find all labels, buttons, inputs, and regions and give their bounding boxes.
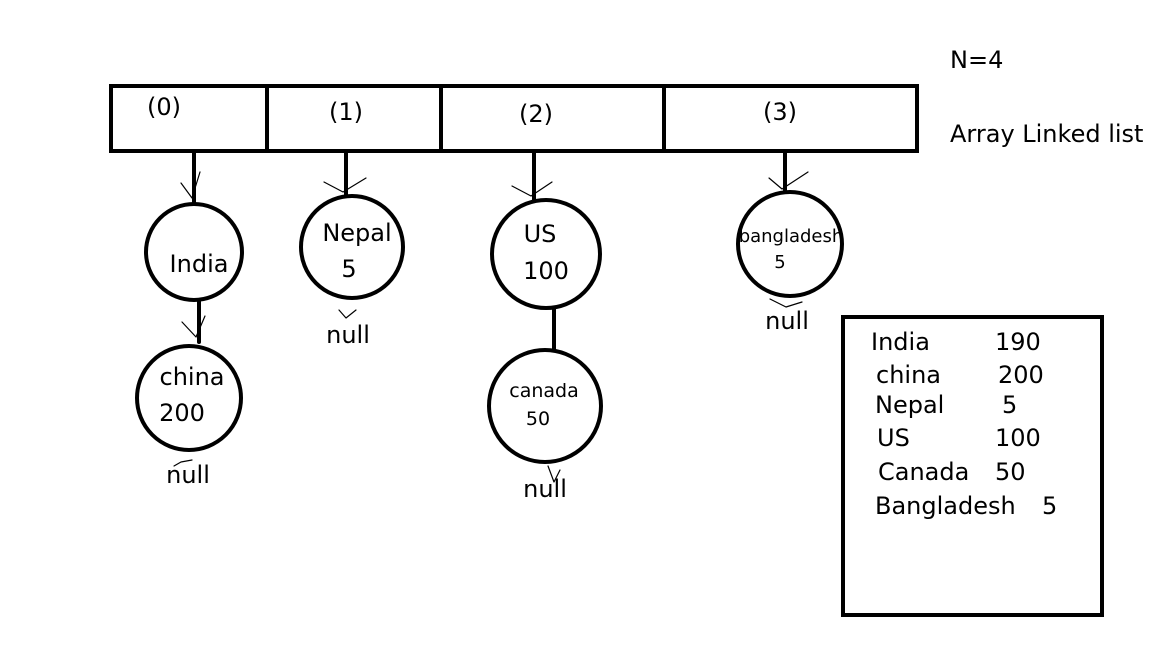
node-circle xyxy=(736,190,844,298)
summary-table-outline xyxy=(841,315,1104,617)
summary-table: India 190 china 200 Nepal 5 US 100 Canad… xyxy=(841,315,1104,617)
node-circle xyxy=(487,348,603,464)
array-cell-index: (2) xyxy=(519,100,553,128)
array-cell-index: (3) xyxy=(763,98,797,126)
node-name: US xyxy=(524,220,557,248)
table-row-name: china xyxy=(876,361,941,389)
node-name: Nepal xyxy=(322,219,391,247)
arrow-icon xyxy=(511,181,553,197)
array-outline xyxy=(109,84,919,153)
array-caption: Array Linked list xyxy=(950,120,1143,148)
table-row-value: 5 xyxy=(1002,391,1017,419)
null-label: null xyxy=(166,461,210,489)
list-node-india: India xyxy=(144,202,244,302)
n-label: N=4 xyxy=(950,46,1003,74)
node-name: India xyxy=(170,250,229,278)
node-name: bangladesh xyxy=(739,226,844,247)
table-row-name: Canada xyxy=(878,458,969,486)
table-row-value: 50 xyxy=(995,458,1026,486)
node-name: canada xyxy=(509,380,578,402)
arrow-icon xyxy=(180,171,201,199)
null-label: null xyxy=(523,475,567,503)
arrow-icon xyxy=(173,459,193,467)
node-circle xyxy=(490,198,602,310)
node-circle xyxy=(144,202,244,302)
arrow-icon xyxy=(338,309,357,319)
null-label: null xyxy=(765,307,809,335)
list-node-canada: canada 50 xyxy=(487,348,603,464)
arrow-icon xyxy=(181,315,206,338)
list-node-us: US 100 xyxy=(490,198,602,310)
node-value: 5 xyxy=(341,255,356,283)
node-circle xyxy=(299,194,405,300)
node-value: 50 xyxy=(526,408,550,430)
arrow-icon xyxy=(547,465,561,483)
list-node-bangladesh: bangladesh 5 xyxy=(736,190,844,298)
array-cell-index: (1) xyxy=(329,98,363,126)
list-node-china: china 200 xyxy=(135,344,243,452)
node-value: 200 xyxy=(159,399,205,427)
table-row-name: India xyxy=(871,328,930,356)
arrow-icon xyxy=(323,177,367,193)
table-row-value: 200 xyxy=(998,361,1044,389)
arrow-icon xyxy=(769,298,803,308)
array-cell-index: (0) xyxy=(147,93,181,121)
node-value: 100 xyxy=(523,257,569,285)
node-name: china xyxy=(160,363,225,391)
array-box: (0) (1) (2) (3) xyxy=(109,84,919,153)
list-node-nepal: Nepal 5 xyxy=(299,194,405,300)
table-row-name: US xyxy=(877,424,910,452)
table-row-value: 190 xyxy=(995,328,1041,356)
arrow-icon xyxy=(768,171,809,190)
table-row-value: 100 xyxy=(995,424,1041,452)
null-label: null xyxy=(326,321,370,349)
node-value: 5 xyxy=(774,252,785,273)
node-circle xyxy=(135,344,243,452)
table-row-value: 5 xyxy=(1042,492,1057,520)
table-row-name: Nepal xyxy=(875,391,944,419)
table-row-name: Bangladesh xyxy=(875,492,1016,520)
